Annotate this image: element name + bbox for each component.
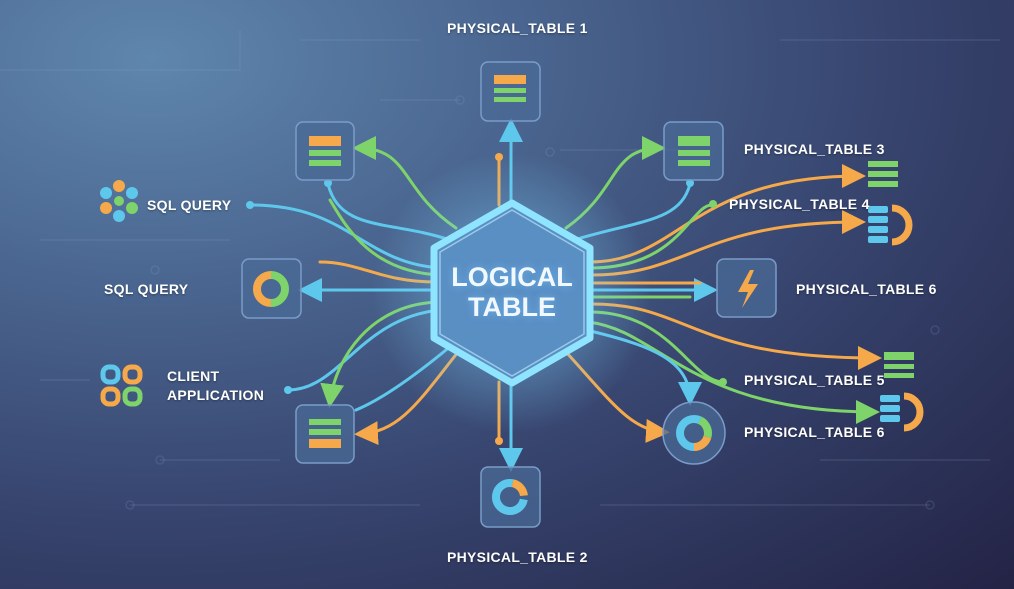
logical-table-hub — [372, 153, 652, 433]
sql-query-donut-node — [241, 258, 302, 319]
label-sql-query-1: SQL QUERY — [147, 197, 232, 213]
label-client-line-2: APPLICATION — [167, 387, 265, 403]
physical-table-3-icon — [868, 161, 898, 187]
physical-table-6-database-icon — [880, 392, 924, 432]
label-physical-table-6b: PHYSICAL_TABLE 6 — [744, 424, 885, 440]
client-application-grid-icon — [100, 364, 143, 407]
label-client-application: CLIENT APPLICATION — [167, 367, 264, 405]
upper-left-table-node — [295, 121, 355, 181]
label-physical-table-5: PHYSICAL_TABLE 5 — [744, 372, 885, 388]
physical-table-1-node — [480, 61, 541, 122]
hub-line-2: TABLE — [468, 292, 556, 322]
label-sql-query-2: SQL QUERY — [104, 281, 189, 297]
physical-table-5-icon — [884, 352, 914, 378]
background-grid — [0, 30, 1000, 510]
physical-table-2-node — [480, 466, 541, 528]
physical-table-6-lightning-node — [716, 258, 777, 318]
label-client-line-1: CLIENT — [167, 368, 220, 384]
label-physical-table-2: PHYSICAL_TABLE 2 — [447, 549, 588, 565]
upper-right-table-node — [663, 121, 724, 181]
label-physical-table-6a: PHYSICAL_TABLE 6 — [796, 281, 937, 297]
lower-right-donut-node — [662, 401, 726, 465]
label-physical-table-3: PHYSICAL_TABLE 3 — [744, 141, 885, 157]
lower-left-table-node — [295, 404, 355, 464]
label-physical-table-1: PHYSICAL_TABLE 1 — [447, 20, 588, 36]
sql-query-hexagon-cluster-icon — [100, 180, 138, 222]
hub-line-1: LOGICAL — [451, 262, 573, 292]
logical-table-label: LOGICAL TABLE — [432, 262, 592, 322]
label-physical-table-4: PHYSICAL_TABLE 4 — [729, 196, 870, 212]
physical-table-4-database-icon — [868, 204, 913, 246]
